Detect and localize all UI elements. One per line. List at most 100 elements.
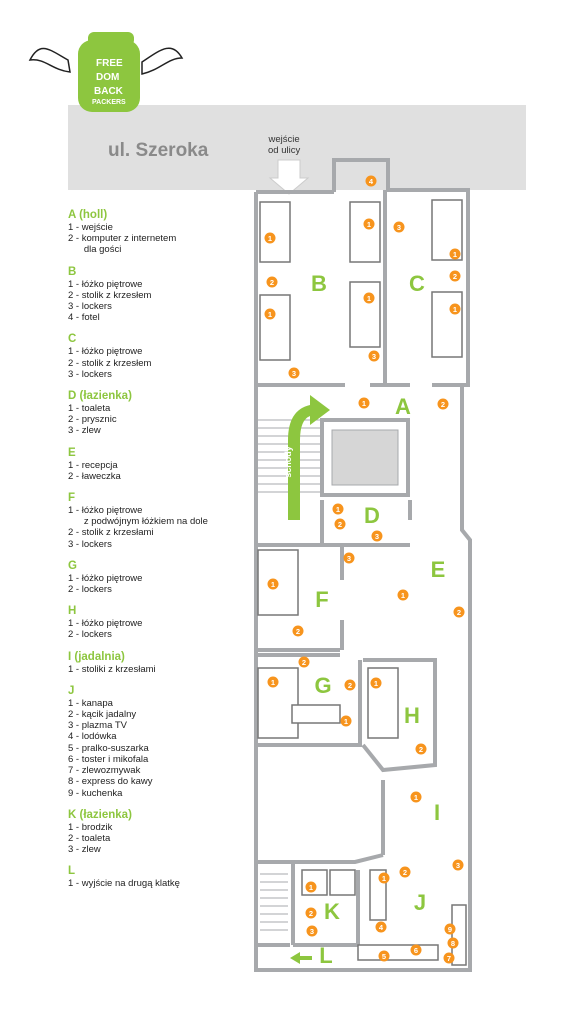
legend-item: z podwójnym łóżkiem na dole [68, 516, 208, 528]
marker-1: 1 [305, 881, 317, 893]
legend-item: 4 - lodówka [68, 731, 117, 743]
svg-text:1: 1 [362, 399, 366, 408]
legend-item: 3 - lockers [68, 368, 112, 380]
svg-text:2: 2 [338, 520, 342, 529]
svg-text:2: 2 [309, 909, 313, 918]
entrance-label: wejście od ulicy [268, 134, 300, 156]
staircase-k [260, 873, 288, 931]
svg-text:2: 2 [348, 681, 352, 690]
legend-item: dla gości [68, 244, 122, 256]
legend-item: 6 - toster i mikofala [68, 753, 149, 765]
marker-2: 2 [305, 907, 317, 919]
marker-4: 4 [375, 921, 387, 933]
svg-text:7: 7 [447, 954, 451, 963]
svg-text:3: 3 [397, 223, 401, 232]
svg-text:1: 1 [268, 234, 272, 243]
marker-3: 3 [368, 350, 380, 362]
legend-title: A (holl) [68, 209, 108, 221]
legend-item: 8 - express do kawy [68, 776, 153, 788]
svg-text:3: 3 [375, 532, 379, 541]
svg-text:1: 1 [268, 310, 272, 319]
room-label-j: J [413, 890, 427, 915]
marker-3: 3 [343, 552, 355, 564]
svg-text:2: 2 [403, 868, 407, 877]
room-label-g: G [314, 673, 332, 698]
marker-2: 2 [453, 606, 465, 618]
entrance-line-2: od ulicy [268, 145, 301, 156]
marker-2: 2 [298, 656, 310, 668]
legend-item: 7 - zlewozmywak [68, 765, 141, 777]
legend-item: 3 - zlew [68, 425, 101, 437]
marker-2: 2 [399, 866, 411, 878]
legend-title: L [68, 865, 76, 878]
legend-item: 1 - brodzik [68, 821, 113, 833]
logo-line-1: FREE [96, 58, 123, 69]
svg-text:9: 9 [448, 925, 452, 934]
legend-item: 1 - łóżko piętrowe [68, 505, 143, 517]
legend-item: 5 - pralko-suszarka [68, 742, 149, 754]
svg-text:4: 4 [379, 923, 384, 932]
svg-text:2: 2 [296, 627, 300, 636]
marker-2: 2 [344, 679, 356, 691]
legend-item: 1 - kanapa [68, 697, 113, 709]
svg-text:2: 2 [302, 658, 306, 667]
room-label-l: L [319, 943, 333, 968]
marker-2: 2 [292, 625, 304, 637]
legend-item: 1 - łóżko piętrowe [68, 346, 143, 358]
svg-text:1: 1 [271, 580, 275, 589]
room-label-k: K [324, 899, 340, 924]
marker-3: 3 [393, 221, 405, 233]
marker-1: 1 [267, 578, 279, 590]
street-name: ul. Szeroka [108, 140, 209, 161]
legend-item: 1 - łóżko piętrowe [68, 572, 143, 584]
building-walls [254, 158, 472, 972]
legend-title: I (jadalnia) [68, 650, 125, 663]
entrance-arrow [268, 159, 310, 195]
svg-text:6: 6 [414, 946, 418, 955]
marker-2: 2 [334, 518, 346, 530]
marker-1: 1 [264, 308, 276, 320]
svg-text:1: 1 [336, 505, 340, 514]
marker-1: 1 [378, 872, 390, 884]
room-label-d: D [364, 503, 380, 528]
marker-1: 1 [410, 791, 422, 803]
entrance-line-1: wejście [268, 134, 300, 145]
stairs-label: schody [283, 446, 293, 478]
legend-title: J [68, 684, 75, 697]
legend-item: 2 - stolik z krzesłem [68, 357, 152, 369]
legend-item: 3 - lockers [68, 538, 112, 550]
legend-item: 2 - lockers [68, 584, 112, 596]
marker-1: 1 [397, 589, 409, 601]
legend-title: D (łazienka) [68, 390, 132, 403]
legend-item: 4 - fotel [68, 312, 100, 324]
marker-9: 9 [444, 923, 456, 935]
legend-item: 2 - prysznic [68, 414, 117, 426]
legend-title: C [68, 333, 77, 346]
legend-item: 3 - lockers [68, 301, 112, 313]
marker-7: 7 [443, 952, 455, 964]
marker-1: 1 [358, 397, 370, 409]
legend-item: 2 - komputer z internetem [68, 233, 177, 245]
marker-6: 6 [410, 944, 422, 956]
legend-item: 1 - wejście [68, 222, 113, 233]
svg-text:1: 1 [374, 679, 378, 688]
room-label-b: B [311, 271, 327, 296]
room-label-i: I [433, 800, 441, 825]
legend-title: B [68, 265, 77, 278]
marker-1: 1 [332, 503, 344, 515]
legend-title: H [68, 605, 77, 618]
logo-line-4: PACKERS [92, 99, 126, 106]
svg-text:3: 3 [456, 861, 460, 870]
svg-text:3: 3 [292, 369, 296, 378]
legend-item: 9 - kuchenka [68, 787, 123, 799]
marker-5: 5 [378, 950, 390, 962]
svg-text:3: 3 [372, 352, 376, 361]
marker-4: 4 [365, 175, 377, 187]
svg-text:1: 1 [367, 294, 371, 303]
svg-text:2: 2 [453, 272, 457, 281]
